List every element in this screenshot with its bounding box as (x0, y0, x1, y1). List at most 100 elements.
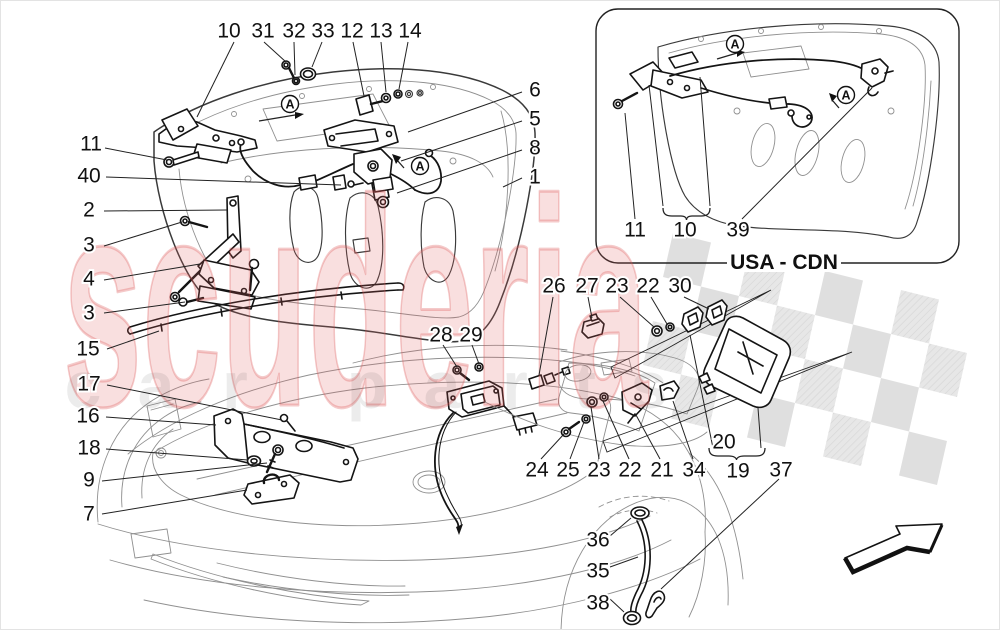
leader-line (103, 301, 186, 314)
callout-3: 3 (83, 302, 95, 325)
leader-line (683, 296, 710, 310)
leader-line (609, 556, 639, 568)
leader-line (538, 296, 554, 376)
bolt-11 (163, 151, 200, 168)
callout-40: 40 (77, 165, 100, 188)
leader-line (540, 433, 565, 460)
leader-line (106, 330, 160, 350)
callout-29: 29 (459, 324, 482, 347)
lid-cables-drawing (237, 138, 443, 209)
leader-line (293, 41, 296, 76)
callout-13: 13 (369, 20, 392, 43)
leader-line (609, 517, 632, 537)
callout-36: 36 (586, 529, 609, 552)
callout-19: 19 (726, 460, 749, 483)
callout-27: 27 (575, 275, 598, 298)
leader-line (407, 91, 523, 133)
leader-line (569, 421, 585, 460)
watermark-letter: c (65, 348, 102, 422)
hinge-assembly-drawing (158, 108, 258, 168)
leader-line (380, 41, 387, 93)
latch-hardware-group-drawing (560, 299, 792, 438)
flag-cell (843, 324, 891, 378)
callout-33: 33 (311, 20, 334, 43)
usa-cdn-label: USA - CDN (730, 251, 838, 274)
leader-line (624, 112, 636, 220)
inset-hinge-drawing (612, 51, 709, 110)
flag-cell (663, 233, 711, 287)
cable-route-arrow (258, 114, 296, 122)
callout-24: 24 (525, 459, 549, 482)
callout-22: 22 (618, 459, 641, 482)
leader-line (650, 296, 668, 325)
callout-10: 10 (217, 20, 240, 43)
leader-line (105, 416, 217, 426)
leader-line (635, 414, 661, 460)
callout-11: 11 (80, 133, 102, 156)
handle-surround-drawing (484, 289, 853, 453)
callout-14: 14 (398, 20, 422, 43)
seal-strip-drawing (126, 282, 405, 335)
leader-line (741, 87, 873, 220)
inset-box (595, 8, 960, 264)
leader-line (196, 41, 235, 118)
svg-text:A: A (730, 38, 739, 52)
group-braces (689, 334, 766, 461)
callout-4: 4 (83, 268, 95, 291)
main-diagram (96, 60, 853, 629)
plate-bracket-group-drawing (213, 408, 359, 505)
callout-11: 11 (624, 219, 646, 242)
marker-A: A (410, 156, 430, 176)
inset-brace (662, 207, 711, 221)
callout-28: 28 (429, 324, 452, 347)
callout-21: 21 (650, 459, 673, 482)
callout-20: 20 (712, 431, 735, 454)
callout-10: 10 (673, 219, 696, 242)
callout-18: 18 (77, 437, 100, 460)
leader-line (400, 120, 523, 162)
callout-2: 2 (83, 199, 95, 222)
inset-cable-39-drawing (669, 58, 894, 128)
leader-line (101, 462, 268, 482)
callout-17: 17 (77, 373, 100, 396)
arrow-head (392, 154, 401, 164)
watermark-letter: r (502, 348, 528, 422)
leader-line (398, 41, 409, 90)
flag-cell (815, 271, 863, 325)
svg-text:A: A (841, 89, 850, 103)
callout-37: 37 (769, 459, 792, 482)
flag-cell (899, 431, 947, 485)
leader-line (104, 147, 168, 161)
watermark-letter: a (424, 348, 462, 422)
lid-latch-drawing (281, 60, 403, 201)
callout-32: 32 (282, 20, 305, 43)
svg-text:A: A (285, 98, 294, 112)
leader-line (471, 344, 480, 365)
usa-cdn-inset: USA - CDN (595, 8, 960, 274)
callout-23: 23 (587, 459, 610, 482)
leader-line (602, 400, 630, 460)
leader-line (619, 296, 655, 328)
leader-line (311, 41, 323, 68)
watermark-brand-text: scuderia (63, 138, 649, 468)
callout-15: 15 (76, 338, 99, 361)
leader-line (502, 177, 523, 188)
leader-line (396, 149, 523, 194)
leader-line (106, 384, 283, 421)
callout-1: 1 (529, 166, 541, 189)
watermark-letter: p (347, 348, 387, 422)
callout-39: 39 (726, 219, 749, 242)
leader-line (352, 41, 365, 97)
inset-label-backing (727, 251, 841, 272)
callout-16: 16 (76, 405, 99, 428)
leader-line (587, 296, 593, 319)
flag-cell (871, 378, 919, 432)
arrow-head (295, 112, 304, 119)
callout-12: 12 (340, 20, 363, 43)
callout-22: 22 (636, 275, 659, 298)
callout-25: 25 (556, 459, 579, 482)
callout-31: 31 (251, 20, 274, 43)
